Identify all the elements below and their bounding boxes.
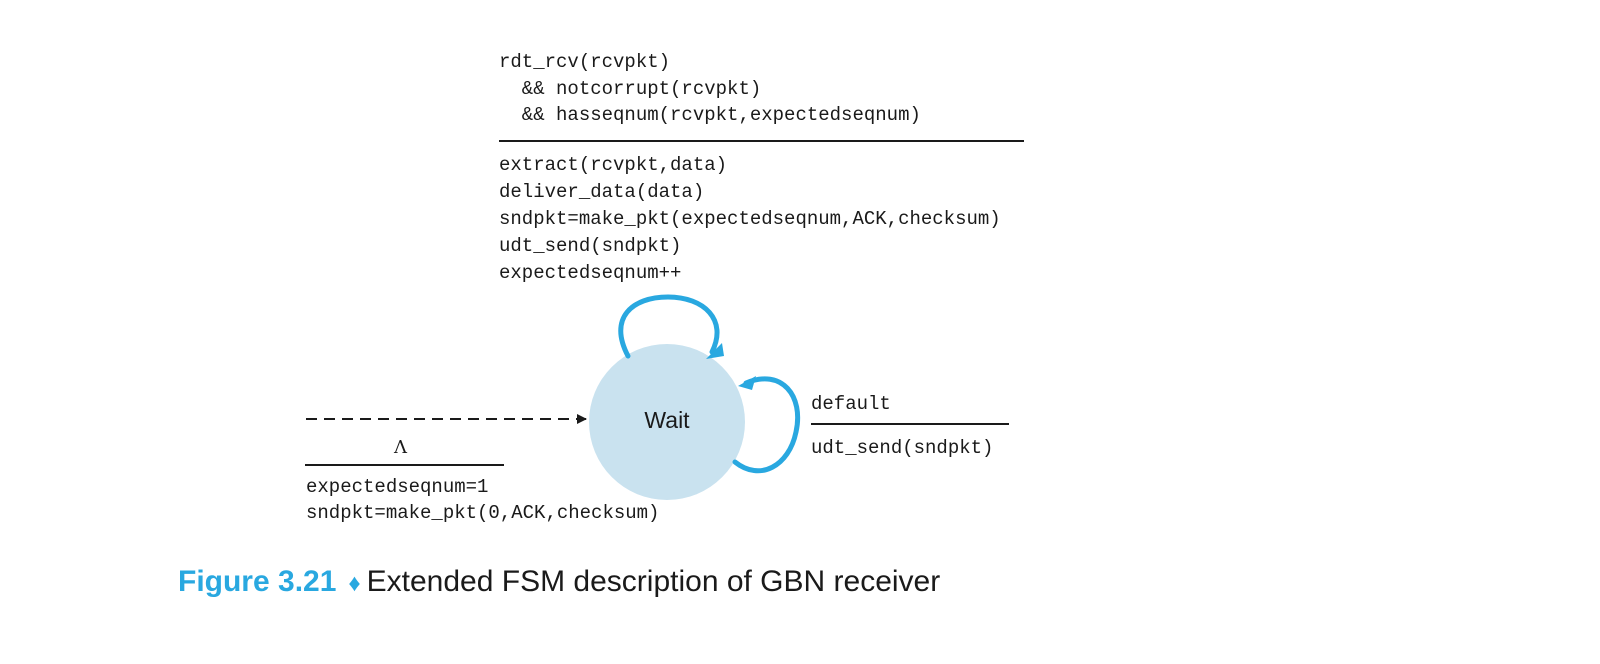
initial-transition-separator <box>305 464 504 466</box>
wait-state-label: Wait <box>644 407 690 433</box>
figure-caption: Figure 3.21 ♦Extended FSM description of … <box>178 566 940 600</box>
right-self-loop-arrowhead <box>738 376 756 390</box>
top-self-loop-arrow <box>618 294 720 359</box>
right-loop-separator <box>811 423 1009 425</box>
initial-transition-action-line-2: sndpkt=make_pkt(0,ACK,checksum) <box>306 502 660 524</box>
wait-state-circle <box>589 344 745 500</box>
top-loop-action-line-1: extract(rcvpkt,data) <box>499 154 728 176</box>
right-loop-action: udt_send(sndpkt) <box>811 437 994 459</box>
top-loop-action-line-5: expectedseqnum++ <box>499 262 682 284</box>
top-loop-separator <box>499 140 1024 142</box>
top-loop-action-line-3: sndpkt=make_pkt(expectedseqnum,ACK,check… <box>499 208 1001 230</box>
top-loop-event-line-1: rdt_rcv(rcvpkt) <box>499 51 671 73</box>
top-loop-event-line-3: && hasseqnum(rcvpkt,expectedseqnum) <box>499 104 921 126</box>
right-loop-event: default <box>811 393 891 415</box>
caption-text: Extended FSM description of GBN receiver <box>366 565 941 598</box>
right-self-loop-arrow <box>732 376 800 474</box>
initial-transition-action-line-1: expectedseqnum=1 <box>306 476 489 498</box>
initial-transition-event: Λ <box>394 437 407 458</box>
top-loop-action-line-4: udt_send(sndpkt) <box>499 235 682 257</box>
figure-number: Figure 3.21 <box>178 565 337 598</box>
top-loop-action-line-2: deliver_data(data) <box>499 181 705 203</box>
top-self-loop-arrowhead <box>706 343 724 359</box>
caption-separator: ♦ <box>348 570 361 597</box>
top-loop-event-line-2: && notcorrupt(rcvpkt) <box>499 78 762 100</box>
